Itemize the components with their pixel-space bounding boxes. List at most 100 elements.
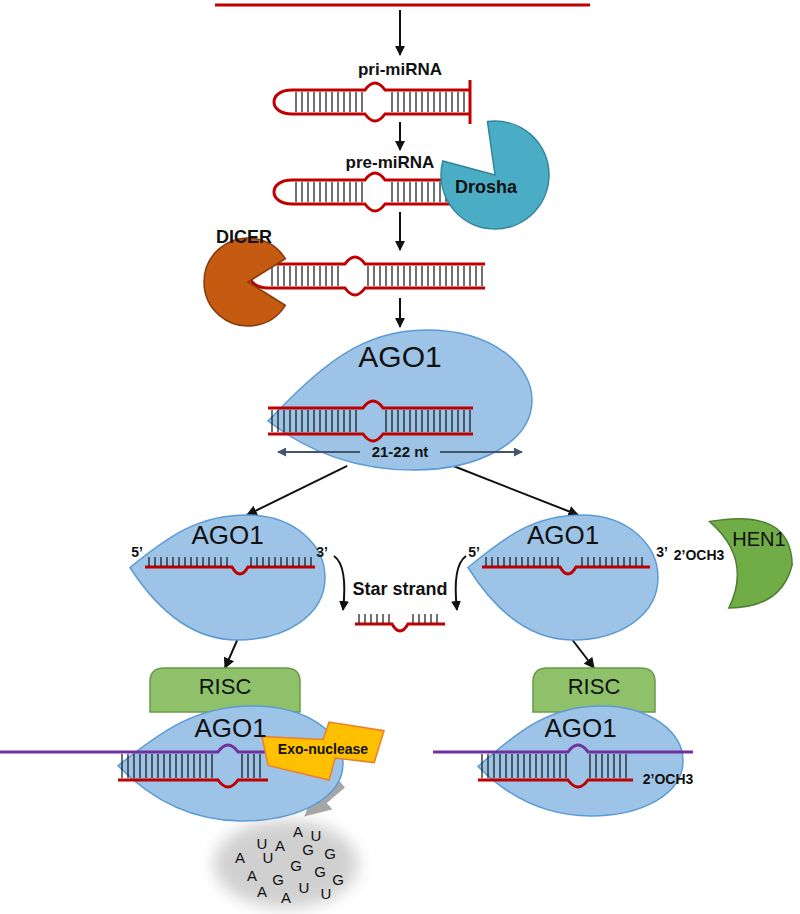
base-pair-tick xyxy=(256,557,257,566)
base-pair-tick xyxy=(361,92,362,112)
base-pair-tick xyxy=(190,557,191,566)
length-arrow xyxy=(440,451,522,453)
base-pair-tick xyxy=(355,92,356,112)
base-pair-tick xyxy=(433,410,434,432)
base-pair-tick xyxy=(178,557,179,566)
base-pair-tick xyxy=(515,557,516,566)
base-pair-tick xyxy=(367,266,368,286)
base-pair-tick xyxy=(289,266,290,286)
base-pair-tick xyxy=(445,410,446,432)
nucleotide-letter: U xyxy=(321,886,332,903)
base-pair-tick xyxy=(349,410,350,432)
base-pair-tick xyxy=(409,182,410,202)
annotation-label: 5’ xyxy=(131,545,143,560)
base-pair-tick xyxy=(445,92,446,112)
base-pair-tick xyxy=(481,754,482,778)
base-pair-tick xyxy=(214,557,215,566)
cleavage-tail xyxy=(469,80,472,124)
annotation-label: 3’ xyxy=(656,545,668,560)
step-arrow xyxy=(399,212,401,250)
base-pair-tick xyxy=(497,557,498,566)
rna-strand xyxy=(355,624,445,631)
base-pair-tick xyxy=(587,557,588,566)
base-pair-tick xyxy=(319,92,320,112)
base-pair-tick xyxy=(283,266,284,286)
rna-strand xyxy=(268,288,485,295)
base-pair-tick xyxy=(271,410,272,432)
base-pair-tick xyxy=(295,266,296,286)
base-pair-tick xyxy=(391,410,392,432)
exonuclease-bolt-outline xyxy=(262,722,384,780)
base-pair-tick xyxy=(463,92,464,112)
rna-strand xyxy=(478,780,633,787)
argonaute-protein-outline xyxy=(268,330,532,470)
base-pair-tick xyxy=(295,92,296,112)
base-pair-tick xyxy=(226,557,227,566)
annotation-label: pri-miRNA xyxy=(358,61,442,80)
node-label: AGO1 xyxy=(194,714,266,743)
rna-strand xyxy=(268,257,485,264)
drosha-enzyme-outline xyxy=(441,121,549,229)
base-pair-tick xyxy=(427,92,428,112)
base-pair-tick xyxy=(557,557,558,566)
base-pair-tick xyxy=(499,754,500,778)
base-pair-tick xyxy=(241,754,242,778)
node-label: Drosha xyxy=(455,178,517,198)
nucleotide-letter: U xyxy=(263,850,274,867)
argonaute-protein-outline xyxy=(478,706,683,816)
base-pair-tick xyxy=(349,92,350,112)
base-pair-tick xyxy=(436,614,437,623)
rna-strand xyxy=(292,83,470,90)
node-label: DICER xyxy=(216,228,272,248)
base-pair-tick xyxy=(529,754,530,778)
step-arrow xyxy=(399,122,401,150)
base-pair-tick xyxy=(361,182,362,202)
base-pair-tick xyxy=(451,266,452,286)
base-pair-tick xyxy=(325,266,326,286)
nucleotide-letter: U xyxy=(299,880,310,897)
base-pair-tick xyxy=(623,557,624,566)
base-pair-tick xyxy=(601,754,602,778)
base-pair-tick xyxy=(154,557,155,566)
base-pair-tick xyxy=(409,266,410,286)
base-pair-tick xyxy=(313,92,314,112)
gene-transcript xyxy=(215,4,590,7)
base-pair-tick xyxy=(184,557,185,566)
base-pair-tick xyxy=(196,557,197,566)
base-pair-tick xyxy=(433,266,434,286)
base-pair-tick xyxy=(175,754,176,778)
base-pair-tick xyxy=(412,614,413,623)
base-pair-tick xyxy=(418,614,419,623)
rna-strand xyxy=(145,567,315,574)
base-pair-tick xyxy=(509,557,510,566)
argonaute-protein-outline xyxy=(468,515,658,640)
base-pair-tick xyxy=(157,754,158,778)
base-pair-tick xyxy=(388,614,389,623)
annotation-label: 21-22 nt xyxy=(372,444,429,461)
base-pair-tick xyxy=(313,266,314,286)
base-pair-tick xyxy=(415,182,416,202)
base-pair-tick xyxy=(397,92,398,112)
base-pair-tick xyxy=(280,557,281,566)
nucleotide-letter: A xyxy=(293,824,303,841)
base-pair-tick xyxy=(581,557,582,566)
base-pair-tick xyxy=(301,92,302,112)
base-pair-tick xyxy=(457,410,458,432)
base-pair-tick xyxy=(403,410,404,432)
base-pair-tick xyxy=(295,410,296,432)
node-label: AGO1 xyxy=(358,340,441,373)
argonaute-protein: AGO1 xyxy=(468,515,658,640)
nucleotide-letter: A xyxy=(257,884,267,901)
nucleotide-letter: G xyxy=(272,872,284,889)
base-pair-tick xyxy=(611,557,612,566)
base-pair-tick xyxy=(331,182,332,202)
base-pair-tick xyxy=(307,92,308,112)
base-pair-tick xyxy=(541,754,542,778)
base-pair-tick xyxy=(259,754,260,778)
base-pair-tick xyxy=(169,754,170,778)
release-arrow xyxy=(456,556,466,610)
base-pair-tick xyxy=(589,754,590,778)
annotation-label: 2’OCH3 xyxy=(674,548,725,563)
base-pair-tick xyxy=(343,410,344,432)
base-pair-tick xyxy=(199,754,200,778)
